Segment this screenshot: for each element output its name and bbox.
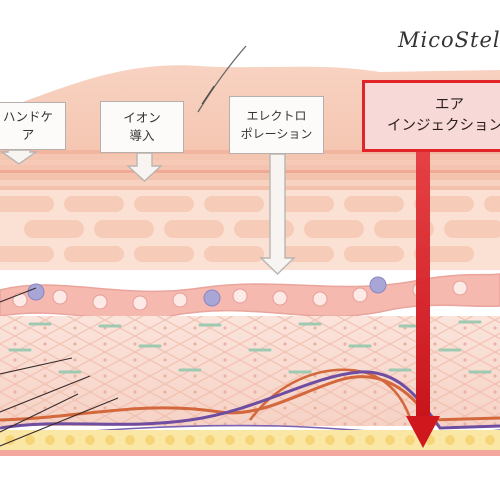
label-air-injection: エア インジェクション xyxy=(362,80,500,152)
label-electroporation: エレクトロ ポレーション xyxy=(229,96,324,154)
blood-vessel-red xyxy=(0,375,500,422)
label-air-line2: インジェクション xyxy=(387,118,500,134)
label-ion-line2: 導入 xyxy=(129,128,155,143)
brand-signature: MicoStella xyxy=(398,28,500,52)
leader-lines xyxy=(0,287,119,447)
label-ion-line1: イオン xyxy=(123,110,161,125)
dermis-fibers xyxy=(8,320,492,374)
arrow-handcare xyxy=(0,149,39,165)
arrow-air-injection xyxy=(406,150,440,448)
label-air-line1: エア xyxy=(435,97,464,113)
hair-strand xyxy=(197,45,247,113)
label-handcare: ハンドケア xyxy=(0,102,66,150)
epidermis-cells xyxy=(0,196,500,262)
label-electro-line1: エレクトロ xyxy=(246,109,307,123)
label-handcare-text: ハンドケア xyxy=(2,109,53,142)
blood-vessel-purple xyxy=(0,370,500,430)
label-ion-introduction: イオン 導入 xyxy=(100,101,184,153)
arrow-ion xyxy=(126,152,163,182)
arrow-electroporation xyxy=(259,153,296,275)
label-electro-line2: ポレーション xyxy=(240,127,313,141)
